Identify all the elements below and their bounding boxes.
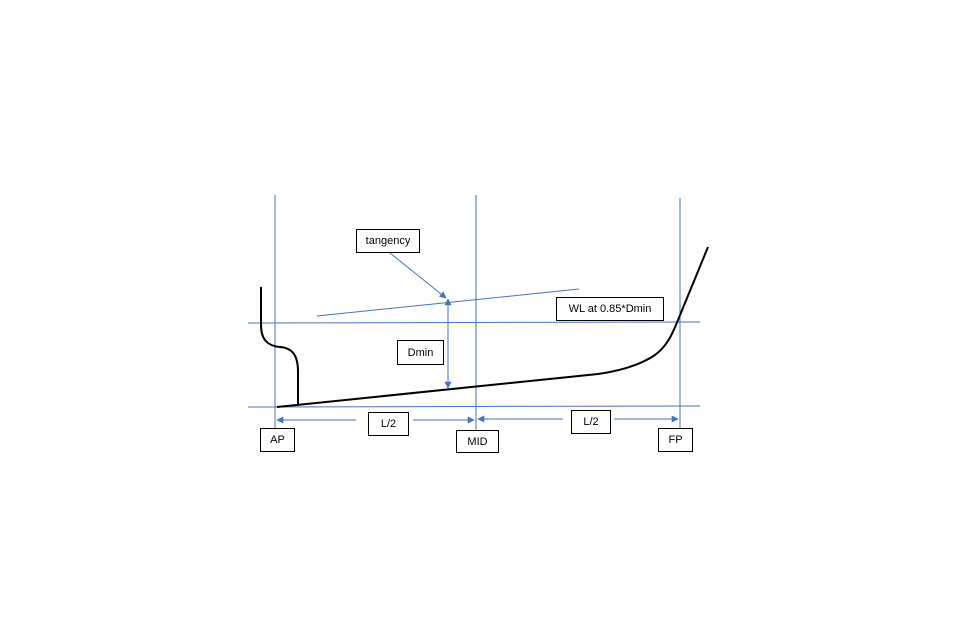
ap-label: AP [260, 428, 295, 452]
keel-bow-profile [276, 246, 709, 408]
waterline-label: WL at 0.85*Dmin [556, 297, 664, 321]
fp-label: FP [658, 428, 693, 452]
mid-label: MID [456, 430, 499, 453]
waterline [247, 321, 701, 324]
tangency-pointer-arrow [389, 252, 447, 299]
stern-profile [260, 287, 299, 406]
fwd-half-length-label: L/2 [571, 410, 611, 434]
aft-half-length-label: L/2 [368, 412, 409, 436]
tangency-label: tangency [356, 229, 420, 253]
baseline [247, 405, 701, 408]
dmin-label: Dmin [397, 340, 444, 365]
